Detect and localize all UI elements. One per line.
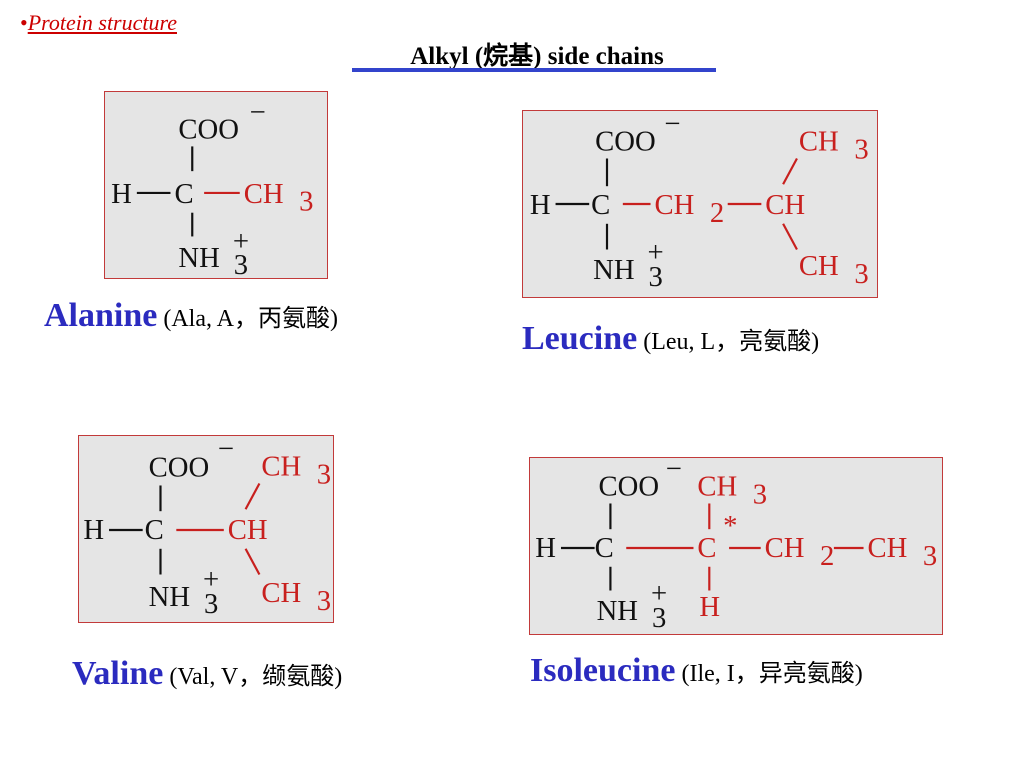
isoleucine-structure-diagram: COO − H C C * CH 3 H CH 2 CH 3 NH 3 + [535, 453, 937, 634]
isoleucine-end-ch3-sub: 3 [923, 540, 937, 572]
valine-bond-lower [244, 548, 261, 576]
valine-caption: Valine (Val, V，缬氨酸) [72, 655, 342, 693]
leucine-ch2: CH [654, 189, 694, 221]
valine-structure-diagram: COO − H C CH CH 3 CH 3 NH 3 + [83, 433, 331, 620]
isoleucine-structure: COO − H C C * CH 3 H CH 2 CH 3 NH 3 + [529, 453, 943, 635]
valine-negative-charge: − [218, 433, 234, 465]
alanine-alpha-carbon: C [174, 178, 193, 210]
isoleucine-end-ch3: CH [868, 532, 908, 564]
valine-carboxyl: COO [149, 452, 210, 484]
alanine-side-chain: CH [244, 178, 284, 210]
valine-info: (Val, V，缬氨酸) [169, 664, 343, 690]
leucine-ch3-bottom-sub: 3 [854, 258, 868, 290]
isoleucine-positive-charge: + [651, 577, 667, 609]
leucine-bond-lower [782, 223, 798, 251]
leucine-amino-sub: 3 [649, 261, 663, 293]
leucine-ch3-top: CH [799, 126, 839, 158]
breadcrumb[interactable]: •Protein structure [20, 10, 177, 36]
leucine-amino: NH [593, 254, 634, 286]
isoleucine-bottom-h: H [699, 591, 720, 623]
leucine-name: Leucine [522, 320, 638, 357]
alanine-hydrogen: H [111, 178, 132, 210]
isoleucine-top-ch3-sub: 3 [753, 478, 767, 510]
alanine-structure: COO − H C CH 3 NH 3 + [104, 91, 328, 281]
valine-name: Valine [72, 655, 164, 692]
alanine-amino-sub: 3 [234, 249, 248, 281]
leucine-alpha-carbon: C [591, 189, 610, 221]
leucine-positive-charge: + [648, 236, 664, 268]
isoleucine-ch2: CH [765, 532, 805, 564]
leucine-bond-upper [782, 157, 798, 185]
title-underline [352, 68, 716, 72]
valine-bond-upper [244, 482, 261, 510]
valine-ch: CH [228, 514, 268, 546]
leucine-carboxyl: COO [595, 126, 656, 158]
valine-positive-charge: + [203, 563, 219, 595]
alanine-side-chain-sub: 3 [299, 186, 313, 218]
isoleucine-caption: Isoleucine (Ile, I，异亮氨酸) [530, 652, 863, 690]
valine-amino: NH [149, 581, 190, 613]
alanine-carboxyl: COO [178, 114, 239, 146]
isoleucine-name: Isoleucine [530, 652, 676, 689]
isoleucine-hydrogen: H [535, 532, 556, 564]
alanine-amino: NH [178, 242, 219, 274]
valine-hydrogen: H [83, 514, 104, 546]
slide-title: Alkyl (烷基) side chains [410, 43, 664, 70]
leucine-structure: COO − H C CH 2 CH CH 3 CH 3 NH 3 + [522, 108, 878, 298]
isoleucine-carboxyl: COO [599, 471, 660, 503]
alanine-caption: Alanine (Ala, A，丙氨酸) [44, 297, 338, 335]
leucine-negative-charge: − [664, 108, 680, 140]
isoleucine-ch2-sub: 2 [820, 540, 834, 572]
valine-alpha-carbon: C [145, 514, 164, 546]
leucine-ch2-sub: 2 [710, 197, 724, 229]
valine-ch3-bottom-sub: 3 [317, 585, 331, 617]
isoleucine-amino-sub: 3 [652, 602, 666, 634]
valine-ch3-top: CH [261, 451, 301, 483]
alanine-negative-charge: − [250, 97, 266, 129]
leucine-structure-diagram: COO − H C CH 2 CH CH 3 CH 3 NH 3 + [530, 108, 869, 293]
valine-amino-sub: 3 [204, 588, 218, 620]
alanine-positive-charge: + [233, 225, 249, 257]
isoleucine-chiral-carbon: C [697, 532, 716, 564]
isoleucine-amino: NH [597, 595, 638, 627]
isoleucine-alpha-carbon: C [595, 532, 614, 564]
leucine-ch: CH [765, 189, 805, 221]
isoleucine-negative-charge: − [666, 453, 682, 485]
valine-ch3-bottom: CH [261, 577, 301, 609]
isoleucine-top-ch3: CH [697, 471, 737, 503]
leucine-info: (Leu, L，亮氨酸) [643, 329, 820, 355]
leucine-caption: Leucine (Leu, L，亮氨酸) [522, 320, 819, 358]
leucine-ch3-bottom: CH [799, 250, 839, 282]
breadcrumb-bullet: • [20, 10, 28, 35]
breadcrumb-link[interactable]: Protein structure [27, 10, 177, 35]
isoleucine-info: (Ile, I，异亮氨酸) [681, 661, 863, 687]
leucine-hydrogen: H [530, 189, 551, 221]
alanine-structure-diagram: COO − H C CH 3 NH 3 + [111, 97, 313, 281]
valine-structure: COO − H C CH CH 3 CH 3 NH 3 + [78, 433, 334, 623]
leucine-ch3-top-sub: 3 [854, 133, 868, 165]
valine-ch3-top-sub: 3 [317, 458, 331, 490]
isoleucine-chiral-mark: * [723, 510, 737, 542]
alanine-info: (Ala, A，丙氨酸) [163, 306, 339, 332]
alanine-name: Alanine [44, 297, 158, 334]
